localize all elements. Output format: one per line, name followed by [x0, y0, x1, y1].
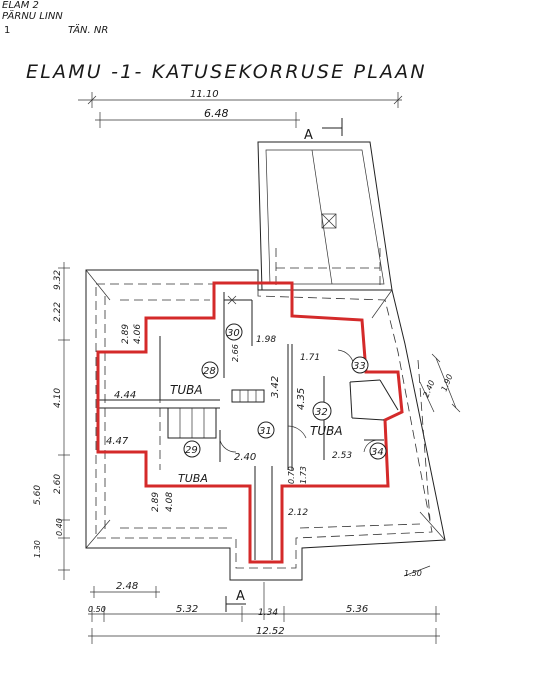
room-32-number: 32: [315, 407, 328, 418]
upper-projection-outline: [257, 141, 393, 291]
room-30: 30: [225, 323, 243, 341]
interior-walls: [98, 292, 384, 560]
dim-top-inner: 6.48: [204, 107, 229, 120]
dim-r28-289: 2.89: [121, 324, 131, 344]
dim-r29-447: 4.47: [106, 436, 129, 447]
room-29-name: TUBA: [178, 472, 208, 485]
room-29-number: 29: [185, 445, 198, 456]
dim-r30-266: 2.66: [231, 344, 240, 362]
dim-right-190: 1.90: [440, 373, 455, 393]
dim-r31-070: 0.70: [287, 466, 296, 484]
dim-left-932: 9.32: [53, 270, 63, 290]
left-dimension-lines: [58, 262, 70, 580]
dim-r32-253: 2.53: [332, 451, 352, 461]
dim-left-130: 1.30: [33, 540, 42, 558]
section-label-top: A: [304, 128, 313, 143]
dim-bottom-212: 2.12: [288, 508, 308, 518]
top-dimension-lines: [78, 92, 403, 128]
section-label-bottom: A: [236, 589, 245, 604]
right-dimension-lines: [419, 353, 461, 413]
dim-left-040: 0.40: [55, 518, 64, 536]
dim-bottom-134: 1.34: [258, 608, 278, 618]
room-28: 28 TUBA: [170, 361, 219, 397]
dim-left-560: 5.60: [33, 485, 43, 505]
dim-r29-289: 2.89: [151, 492, 161, 512]
room-31: 31: [257, 421, 275, 439]
header-line-3-left: 1: [4, 25, 10, 36]
header-line-1: ELAM 2: [2, 0, 39, 11]
room-31-number: 31: [259, 426, 272, 437]
plan-title: ELAMU -1- KATUSEKORRUSE PLAAN: [26, 61, 427, 83]
room-32: 32 TUBA: [310, 401, 343, 438]
dim-left-260: 2.60: [53, 474, 63, 494]
red-wall-outline: [96, 281, 404, 564]
dim-right-240: 2.40: [422, 379, 437, 399]
room-28-name: TUBA: [170, 383, 203, 397]
dim-bottom-150: 1.50: [404, 569, 422, 578]
room-33-number: 33: [353, 361, 366, 372]
header-line-2: PÄRNU LINN: [2, 9, 63, 22]
roof-outline: [85, 269, 446, 581]
dim-left-222: 2.22: [53, 302, 63, 322]
dim-bottom-total: 12.52: [256, 626, 285, 637]
dim-r32-171: 1.71: [300, 353, 320, 363]
dim-bottom-532: 5.32: [176, 604, 198, 615]
room-34-number: 34: [371, 447, 384, 458]
section-marker-top: [322, 118, 343, 136]
dim-bottom-050: 0.50: [88, 605, 106, 614]
dim-r28-406: 4.06: [133, 324, 143, 344]
room-32-name: TUBA: [310, 424, 343, 438]
dim-bottom-536: 5.36: [346, 604, 368, 615]
dim-r31-342: 3.42: [270, 376, 281, 398]
dim-bottom-248: 2.48: [116, 581, 138, 592]
room-34: 34: [369, 442, 387, 460]
dim-r30-198: 1.98: [256, 335, 276, 345]
room-30-number: 30: [227, 328, 240, 339]
room-29: 29 TUBA: [178, 440, 208, 485]
dim-r32-435: 4.35: [296, 388, 307, 410]
room-28-number: 28: [203, 366, 216, 377]
bay-window-lines: [349, 379, 399, 421]
dim-r28-444: 4.44: [114, 390, 136, 401]
dim-r29-408: 4.08: [165, 492, 175, 512]
dim-r29-240: 2.40: [234, 452, 256, 463]
dim-top-total: 11.10: [190, 89, 219, 100]
dim-left-410: 4.10: [53, 388, 63, 408]
header-line-3-right: TÄN. NR: [68, 23, 108, 36]
dim-r31-173: 1.73: [299, 466, 308, 484]
bottom-dimension-lines: [88, 565, 440, 644]
room-33: 33: [351, 356, 369, 374]
